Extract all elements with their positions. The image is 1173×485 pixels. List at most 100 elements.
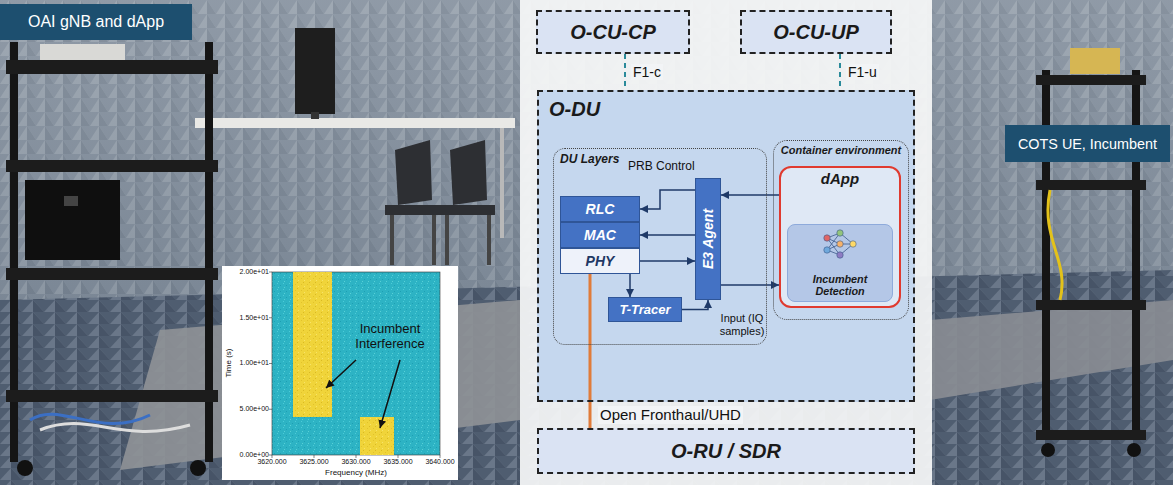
network-neuron [850,241,856,247]
node-text: dApp [821,170,859,187]
gnb-rack [30,414,150,423]
axis-tick: 3635.000 [383,458,412,466]
table-and-chairs [311,112,319,119]
spectrogram-inset [272,272,440,455]
gnb-rack [40,44,125,60]
gnb-rack [6,60,218,74]
axis-tick: 0.00e+00 [240,451,269,459]
table-and-chairs [487,215,491,265]
ue-cart [1036,300,1146,310]
table-and-chairs [395,140,432,205]
node-text: Incumbent Detection [788,273,892,297]
node-text: COTS UE, Incumbent [1018,136,1157,152]
connector [624,54,626,90]
spectrogram-inset [380,360,400,428]
network-neuron [837,230,843,236]
ue-cart [1036,430,1146,440]
edge-label: Open Fronthaul/UHD [598,406,743,423]
gnb-rack [17,460,33,476]
node-text: O-DU [549,98,600,121]
phy-layer: PHY [560,248,640,274]
gnb-rack [190,460,206,476]
network-neuron [824,235,830,241]
network-neuron [824,247,830,253]
node-text: MAC [584,227,616,243]
spectrogram-inset [293,272,332,417]
ue-cart [1048,190,1062,300]
gnb-rack [6,42,218,476]
axis-tick: 5.00e+00 [240,405,269,413]
connector [640,234,695,236]
cu-cp-box: O-CU-CP [536,10,690,54]
connector [721,194,779,196]
photo-caption-box: COTS UE, Incumbent [1005,125,1170,162]
edge-label: PRB Control [626,160,697,174]
axis-tick: 3630.000 [341,458,370,466]
node-text: O-CU-UP [773,21,859,44]
table-and-chairs [432,215,436,265]
diagram-panel [520,0,932,485]
table-and-chairs [450,140,487,205]
ue-cart [1036,48,1146,457]
axis-tick: 2.00e+01 [240,268,269,276]
ru-box: O-RU / SDR [537,428,915,474]
connector [839,54,841,90]
node-text: RLC [586,201,615,217]
node-text: T-Tracer [619,302,670,317]
connector [629,274,631,297]
e3-agent-box: E3 Agent [695,178,721,300]
spectrogram-inset [360,417,394,455]
node-text: OAI gNB and dApp [28,13,164,31]
table-and-chairs [295,28,335,114]
t-tracer-box: T-Tracer [608,297,682,322]
network-neuron [837,252,843,258]
gnb-rack [40,424,190,432]
spectrogram-inset [269,272,440,458]
gnb-rack [64,196,78,206]
axis-tick: 3625.000 [299,458,328,466]
gnb-rack [6,268,218,280]
spectrogram-inset [222,266,458,480]
table-and-chairs [195,28,515,265]
ue-cart [1041,443,1055,457]
connector [589,274,592,428]
axis-title: Frequency (MHz) [325,468,387,477]
network-neuron [837,241,843,247]
network-icon [822,229,858,259]
ue-cart [1070,48,1120,74]
axis-tick: 1.00e+01 [240,359,269,367]
gnb-rack [25,180,120,260]
spectrogram-inset [326,360,356,388]
table-and-chairs [390,215,394,265]
axis-title: Time (s) [224,348,233,377]
node-text: DU Layers [560,152,619,166]
input-note: Input (IQ samples) [716,312,768,337]
edge-label: F1-u [846,64,879,80]
node-text: Container environment [781,144,901,156]
axis-tick: 3640.000 [425,458,454,466]
node-text: PHY [586,253,615,269]
ue-cart [1036,75,1146,85]
rlc-layer: RLC [560,196,640,222]
connector [640,260,695,262]
connector [721,284,779,286]
table-and-chairs [195,118,515,128]
callout-text: Incumbent Interference [348,322,432,352]
photo-caption-box: OAI gNB and dApp [0,4,192,40]
node-text: O-CU-CP [570,21,656,44]
axis-tick: 1.50e+01 [240,314,269,322]
dapp-box: dAppIncumbent Detection [779,166,901,308]
table-and-chairs [385,205,440,215]
ue-cart [1127,443,1141,457]
connector [640,190,695,209]
axis-tick: 3620.000 [257,458,286,466]
du-box: O-DU DU LayersRLC MAC PHY E3 AgentT-Tracer Co… [537,90,915,402]
spectrogram-inset [222,266,458,480]
mac-layer: MAC [560,222,640,248]
node-text: E3 Agent [700,209,716,269]
edge-label: F1-c [631,64,663,80]
